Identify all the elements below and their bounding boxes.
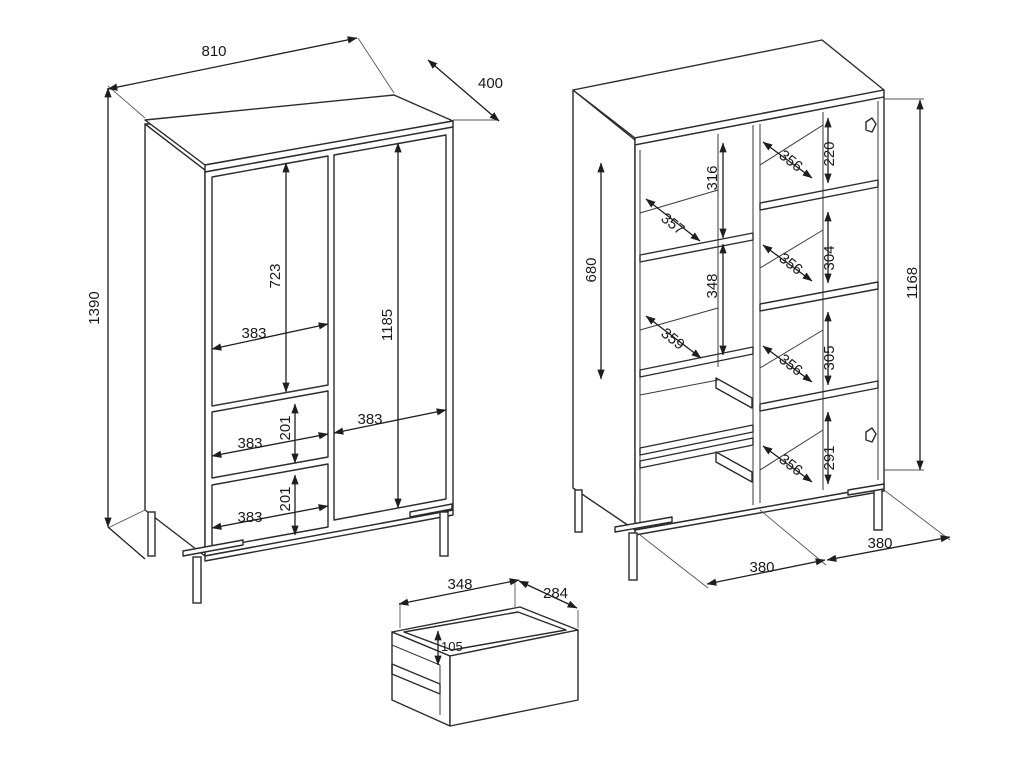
open-cabinet-side [572, 89, 636, 531]
label-width-383-right: 383 [357, 411, 382, 428]
drawer-detail-view [391, 606, 579, 727]
label-height-348: 348 [704, 273, 721, 298]
label-height-220: 220 [821, 141, 838, 166]
leg-front-right [439, 511, 449, 557]
cabinet-plinth [204, 509, 454, 562]
open-leg-front-left [628, 532, 638, 581]
label-width-383-door: 383 [241, 325, 266, 342]
leg-front-left [192, 556, 202, 604]
label-height-201-drawer2: 201 [277, 486, 294, 511]
label-drawer-height-105: 105 [441, 639, 463, 654]
label-width-383-drawer2: 383 [237, 509, 262, 526]
open-leg-front-right [873, 487, 883, 531]
label-width-380-left: 380 [749, 559, 774, 576]
label-height-1185: 1185 [379, 309, 396, 341]
open-leg-back-left [574, 489, 583, 533]
label-height-723: 723 [267, 263, 284, 288]
drawer-detail-dimensions: 348 284 105 [398, 576, 579, 666]
label-height-1168: 1168 [904, 267, 921, 299]
cabinet-side-panel [144, 123, 206, 557]
drawer-runner-lower [715, 451, 753, 483]
label-drawer-width-348: 348 [447, 576, 472, 593]
leg-back-left [147, 511, 156, 557]
label-height-291: 291 [821, 445, 838, 470]
label-drawer-depth-284: 284 [543, 585, 568, 602]
label-width-380-right: 380 [867, 535, 892, 552]
drawer-box-front [449, 629, 579, 727]
label-height-304: 304 [821, 245, 838, 270]
open-cabinet-dimensions: 680 316 357 348 359 1168 356 220 356 304… [583, 98, 951, 589]
label-width-810: 810 [201, 43, 226, 60]
right-door[interactable] [333, 134, 447, 521]
hinge-bottom-icon [865, 427, 877, 443]
drawer-runner-upper [715, 377, 753, 409]
label-height-201-drawer1: 201 [277, 415, 294, 440]
label-depth-400: 400 [478, 75, 503, 92]
open-cabinet-view [572, 39, 885, 581]
closed-cabinet-view [144, 94, 454, 604]
label-width-383-drawer1: 383 [237, 435, 262, 452]
label-height-305: 305 [821, 345, 838, 370]
label-height-316: 316 [704, 165, 721, 190]
left-shelves [639, 189, 754, 469]
label-height-1390: 1390 [86, 291, 103, 324]
hinge-top-icon [865, 117, 877, 133]
closed-cabinet-dimensions: 810 400 1390 723 383 1185 383 383 201 38… [86, 36, 503, 560]
label-height-680: 680 [583, 257, 600, 282]
